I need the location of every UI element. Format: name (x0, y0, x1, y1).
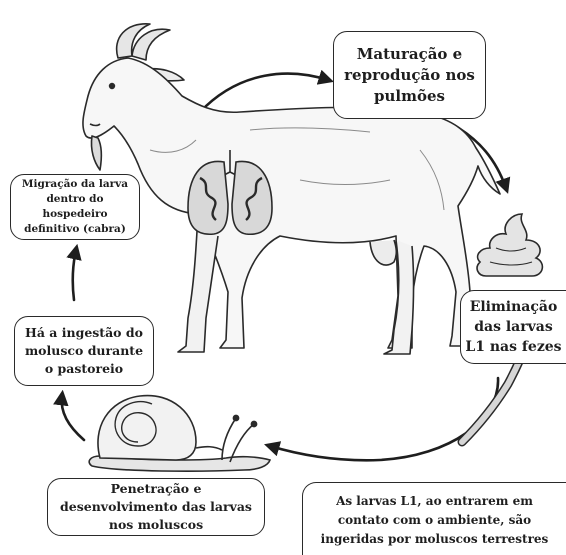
maturation-label: Maturação e reprodução nos pulmões (342, 44, 477, 107)
arrow-larva-to-snail (270, 378, 498, 460)
migration-label: Migração da larva dentro do hospedeiro d… (19, 177, 131, 237)
penetration-label-box: Penetração e desenvolvimento das larvas … (47, 478, 265, 536)
ingestion-label-box: Há a ingestão do molusco durante o pasto… (14, 316, 154, 386)
penetration-label: Penetração e desenvolvimento das larvas … (56, 480, 256, 534)
feces-icon (477, 214, 542, 276)
arrow-goat-to-maturation (200, 74, 328, 112)
arrow-snail-to-ingestion (62, 396, 84, 440)
larvae-ingestion-label-box: As larvas L1, ao entrarem em contato com… (302, 482, 566, 555)
elimination-label: Eliminação das larvas L1 nas fezes (463, 297, 564, 357)
maturation-label-box: Maturação e reprodução nos pulmões (333, 31, 486, 119)
ingestion-label: Há a ingestão do molusco durante o pasto… (23, 324, 145, 378)
arrow-ingestion-to-migration (73, 250, 76, 300)
larvae-ingestion-label: As larvas L1, ao entrarem em contato com… (311, 492, 558, 549)
snail-illustration (89, 396, 270, 472)
migration-label-box: Migração da larva dentro do hospedeiro d… (10, 174, 140, 240)
elimination-label-box: Eliminação das larvas L1 nas fezes (460, 290, 566, 364)
